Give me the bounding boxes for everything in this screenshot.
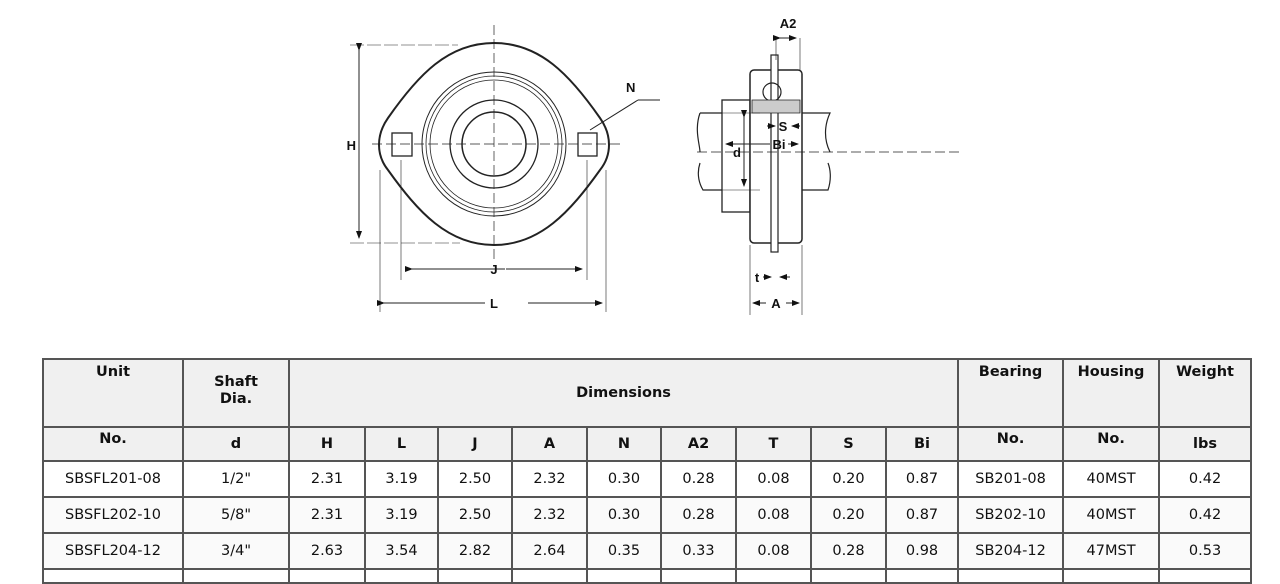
cell-N: 0.35 <box>586 532 662 570</box>
cell-unit-no: SBSFL202-10 <box>42 496 184 534</box>
subheader-Bi: Bi <box>884 426 960 462</box>
header-dimensions: Dimensions <box>287 358 960 428</box>
cell-shaft-d: 5/8" <box>182 496 290 534</box>
cell-H: 2.31 <box>288 460 366 498</box>
header-bearing: Bearing <box>957 358 1065 428</box>
label-S: S <box>779 119 788 134</box>
header-row-sub: No. d H L J A N A2 T S Bi No. No. lbs <box>42 426 1253 462</box>
cell-L: 3.19 <box>364 496 439 534</box>
header-shaft: Shaft Dia. <box>182 358 290 428</box>
mounting-hole-left <box>391 132 413 157</box>
subheader-A2: A2 <box>660 426 737 462</box>
label-J: J <box>490 262 497 277</box>
cell-N: 0.30 <box>586 460 662 498</box>
cell-A: 2.32 <box>511 496 588 534</box>
cell-S: 0.20 <box>810 496 887 534</box>
side-view <box>696 35 960 315</box>
cell-housing-no: 47MST <box>1062 532 1161 570</box>
cell-J: 2.50 <box>437 460 513 498</box>
header-unit: Unit <box>42 358 184 428</box>
cell-Bi: 0.87 <box>884 496 960 534</box>
subheader-T: T <box>735 426 812 462</box>
cell-weight: 0.42 <box>1158 496 1253 534</box>
cell-T: 0.08 <box>735 460 812 498</box>
cell-A: 2.32 <box>511 460 588 498</box>
label-d: d <box>733 145 741 160</box>
label-Bi: Bi <box>773 137 786 152</box>
cell-L: 3.19 <box>364 460 439 498</box>
cell-H: 2.63 <box>288 532 366 570</box>
front-view <box>350 25 660 312</box>
label-H: H <box>347 138 356 153</box>
cell-A2: 0.28 <box>660 496 737 534</box>
subheader-housing-no: No. <box>1062 426 1161 462</box>
cell-T: 0.08 <box>735 532 812 570</box>
cell-H: 2.31 <box>288 496 366 534</box>
mounting-hole-right <box>577 132 598 157</box>
cell-shaft-d: 1/2" <box>182 460 290 498</box>
cell-weight: 0.53 <box>1158 532 1253 570</box>
cell-weight: 0.42 <box>1158 460 1253 498</box>
specifications-table: Unit Shaft Dia. Dimensions Bearing Housi… <box>42 358 1253 584</box>
bearing-technical-drawing: H J L N A2 S Bi d t A <box>347 16 960 315</box>
cell-bearing-no: SB202-10 <box>957 496 1065 534</box>
subheader-H: H <box>288 426 366 462</box>
empty-cell <box>511 568 588 584</box>
cell-A: 2.64 <box>511 532 588 570</box>
cell-A2: 0.28 <box>660 460 737 498</box>
subheader-d: d <box>182 426 290 462</box>
cell-L: 3.54 <box>364 532 439 570</box>
cell-Bi: 0.98 <box>884 532 960 570</box>
subheader-unit-no: No. <box>42 426 184 462</box>
cell-unit-no: SBSFL204-12 <box>42 532 184 570</box>
subheader-S: S <box>810 426 887 462</box>
cell-bearing-no: SB201-08 <box>957 460 1065 498</box>
label-N: N <box>626 80 635 95</box>
label-L: L <box>490 296 498 311</box>
cell-S: 0.20 <box>810 460 887 498</box>
cell-bearing-no: SB204-12 <box>957 532 1065 570</box>
cell-Bi: 0.87 <box>884 460 960 498</box>
cell-housing-no: 40MST <box>1062 496 1161 534</box>
label-A2: A2 <box>780 16 797 31</box>
cell-unit-no: SBSFL201-08 <box>42 460 184 498</box>
cell-J: 2.50 <box>437 496 513 534</box>
cell-J: 2.82 <box>437 532 513 570</box>
empty-cell <box>42 568 184 584</box>
label-t: t <box>755 270 760 285</box>
subheader-J: J <box>437 426 513 462</box>
subheader-bearing-no: No. <box>957 426 1065 462</box>
subheader-lbs: lbs <box>1158 426 1253 462</box>
header-row-top: Unit Shaft Dia. Dimensions Bearing Housi… <box>42 358 1253 428</box>
label-A: A <box>771 296 781 311</box>
subheader-A: A <box>511 426 588 462</box>
header-weight: Weight <box>1158 358 1253 428</box>
cell-housing-no: 40MST <box>1062 460 1161 498</box>
cell-T: 0.08 <box>735 496 812 534</box>
subheader-N: N <box>586 426 662 462</box>
header-housing: Housing <box>1062 358 1161 428</box>
subheader-L: L <box>364 426 439 462</box>
cell-S: 0.28 <box>810 532 887 570</box>
cell-A2: 0.33 <box>660 532 737 570</box>
empty-cell <box>884 568 960 584</box>
cell-N: 0.30 <box>586 496 662 534</box>
cell-shaft-d: 3/4" <box>182 532 290 570</box>
